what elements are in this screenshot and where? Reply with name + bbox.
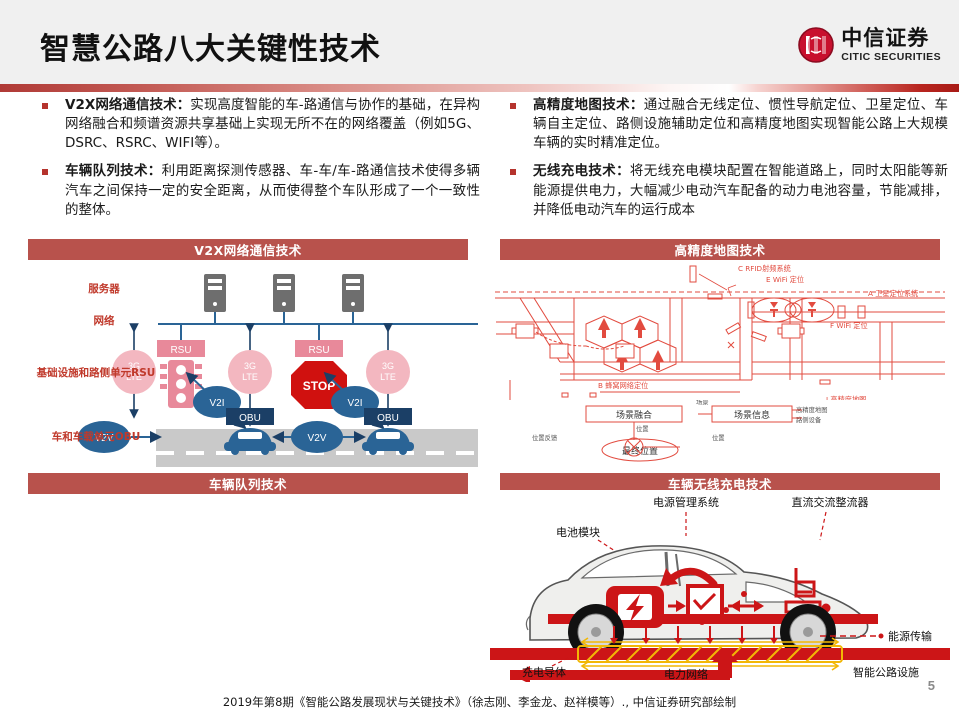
svg-text:RSU: RSU (170, 345, 191, 356)
charging-label-power-mgmt: 电源管理系统 (653, 495, 719, 509)
svg-text:3G: 3G (128, 361, 140, 371)
section-banner-charging: 车辆无线充电技术 (500, 473, 940, 494)
map-scene-input-hdmap: 高精度地图 (796, 405, 827, 414)
charging-label-energy-transfer: 能源传输 (888, 629, 932, 643)
bullet-v2x: V2X网络通信技术：实现高度智能的车-路通信与协作的基础，在异构网络融合和频谱资… (30, 96, 480, 153)
wireless-charging-diagram: 电源管理系统 直流交流整流器 电池模块 (490, 490, 950, 682)
platoon-diagram (28, 496, 478, 681)
footer-source: 2019年第8期《智能公路发展现状与关键技术》（徐志刚、李金龙、赵祥模等）., … (222, 695, 737, 709)
map-label-satellite: A 卫星定位系统 (868, 289, 918, 298)
slide-header: 智慧公路八大关键性技术 中信证券 CITIC SECURITIES (0, 0, 959, 84)
bullet-body: 利用距离探测传感器、车-车/车-路通信技术使得多辆汽车之间保持一定的安全距离，从… (65, 163, 480, 218)
v2x-row-label-network: 网络 (94, 314, 115, 327)
v2x-row-label-rsu: 基础设施和路侧单元RSU (36, 366, 156, 379)
bullet-hd-map: 高精度地图技术：通过融合无线定位、惯性导航定位、卫星定位、车辆自主定位、路侧设施… (498, 96, 948, 153)
map-edge-position-4: 位置 (712, 433, 725, 442)
map-label-wifi-e: E WiFi 定位 (766, 275, 804, 284)
bullet-square-icon (510, 169, 516, 176)
bullet-title: V2X网络通信技术： (65, 97, 191, 113)
svg-text:LTE: LTE (126, 372, 142, 382)
bullet-body: 通过融合无线定位、惯性导航定位、卫星定位、车辆自主定位、路侧设施辅助定位和高精度… (533, 97, 949, 152)
map-edge-position-feedback: 位置反馈 (532, 433, 558, 442)
section-banner-hd-map: 高精度地图技术 (500, 239, 940, 260)
bullet-square-icon (42, 169, 48, 176)
logo-text-en: CITIC SECURITIES (841, 50, 941, 63)
header-divider (0, 84, 959, 92)
svg-text:V2V: V2V (95, 433, 114, 444)
bullet-title: 车辆队列技术： (65, 163, 162, 180)
v2x-row-label-obu: 车和车载单元OBU (52, 430, 140, 443)
map-label-rfid: C RFID射频系统 (738, 264, 791, 273)
charging-label-conductor: 充电导体 (522, 665, 566, 679)
svg-text:3G: 3G (244, 361, 256, 371)
logo-text: 中信证券 CITIC SECURITIES (841, 25, 941, 63)
bullet-column-left: V2X网络通信技术：实现高度智能的车-路通信与协作的基础，在异构网络融合和频谱资… (30, 96, 480, 226)
svg-text:V2I: V2I (347, 398, 362, 409)
svg-text:3G: 3G (382, 361, 394, 371)
v2x-row-label-server: 服务器 (88, 282, 120, 295)
hd-map-flow-lower: 场景融合 场景信息 最终位置 高精度地图 路侧设备 场景 位置 位置反馈 位置 (490, 400, 950, 472)
page-number: 5 (927, 678, 935, 693)
charging-label-battery: 电池模块 (556, 526, 600, 539)
map-block-scene-info: 场景信息 (734, 409, 770, 421)
bullet-platoon: 车辆队列技术：利用距离探测传感器、车-车/车-路通信技术使得多辆汽车之间保持一定… (30, 162, 480, 219)
bullet-square-icon (42, 103, 48, 109)
svg-text:V2I: V2I (209, 398, 224, 409)
svg-text:V2V: V2V (308, 433, 327, 444)
map-label-hd-map: I 高精度地图 (826, 395, 866, 404)
citic-logo-icon (798, 27, 835, 63)
section-banner-v2x: V2X网络通信技术 (28, 239, 468, 260)
svg-text:LTE: LTE (380, 372, 396, 382)
svg-text:LTE: LTE (242, 372, 258, 382)
v2x-diagram: 3G LTE 3G LTE 3G LTE RSU RSU (28, 262, 478, 467)
map-scene-input-roadside: 路侧设备 (796, 415, 822, 424)
bullet-title: 无线充电技术： (533, 163, 630, 180)
bullet-title: 高精度地图技术： (533, 97, 644, 113)
svg-text:OBU: OBU (239, 413, 261, 424)
charging-label-power-network: 电力网络 (664, 667, 708, 681)
map-block-scene-fusion: 场景融合 (616, 409, 652, 421)
map-label-cellular: B 蜂窝网络定位 (598, 381, 648, 390)
bullet-body: 实现高度智能的车-路通信与协作的基础，在异构网络融合和频谱资源共享基础上实现无所… (65, 97, 481, 152)
logo-text-cn: 中信证券 (841, 25, 930, 50)
citic-logo: 中信证券 CITIC SECURITIES (798, 27, 941, 63)
bullet-column-right: 高精度地图技术：通过融合无线定位、惯性导航定位、卫星定位、车辆自主定位、路侧设施… (498, 96, 948, 226)
svg-text:RSU: RSU (308, 345, 329, 356)
map-block-final-position: 最终位置 (622, 445, 658, 457)
page-title: 智慧公路八大关键性技术 (40, 32, 381, 67)
bullet-square-icon (510, 103, 516, 109)
charging-label-rectifier: 直流交流整流器 (792, 495, 869, 509)
map-label-wifi-f: F WiFi 定位 (830, 321, 868, 330)
bullet-wireless-charging: 无线充电技术：将无线充电模块配置在智能道路上，同时太阳能等新能源提供电力，大幅减… (498, 162, 948, 219)
map-edge-scene: 场景 (696, 400, 709, 406)
section-banner-platoon: 车辆队列技术 (28, 473, 468, 494)
map-edge-position-3: 位置 (636, 424, 649, 433)
charging-label-road-facility: 智能公路设施 (853, 665, 919, 679)
svg-text:OBU: OBU (377, 413, 399, 424)
svg-text:STOP: STOP (303, 379, 335, 393)
bullet-body: 将无线充电模块配置在智能道路上，同时太阳能等新能源提供电力，大幅减少电动汽车配备… (533, 163, 949, 218)
